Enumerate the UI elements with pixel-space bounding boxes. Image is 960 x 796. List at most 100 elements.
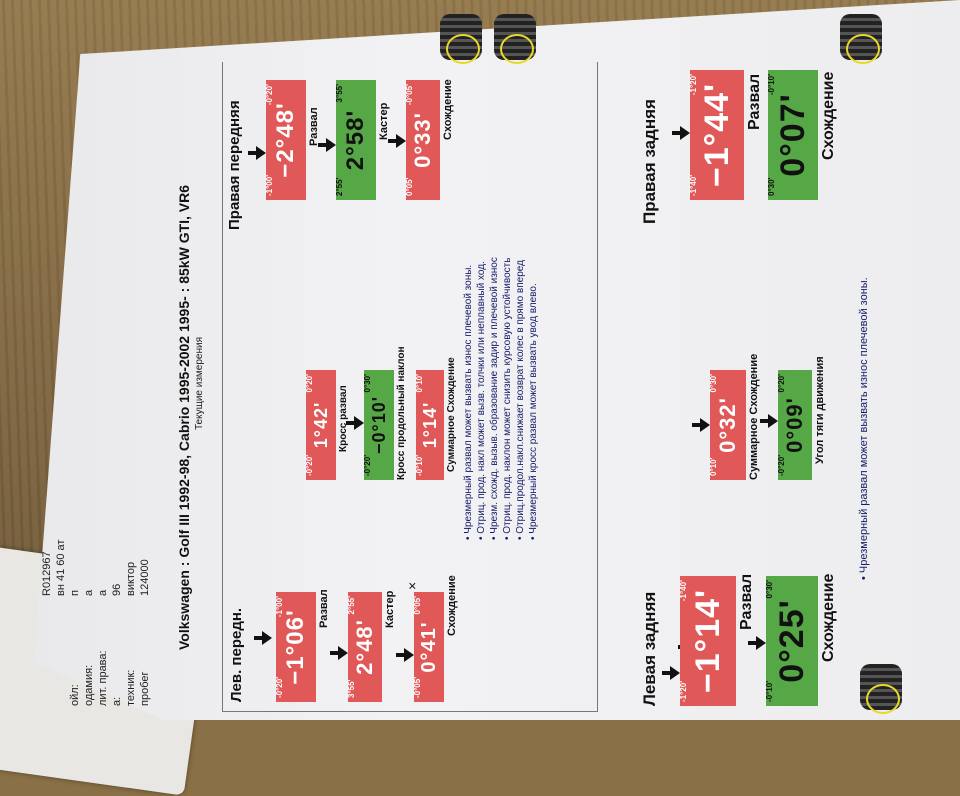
header-value: 96: [111, 583, 123, 596]
range-max: 0°30': [363, 374, 372, 393]
caster-label: Кастер: [378, 102, 390, 140]
rear-left-toe-gauge: -0°10' 0°30' 0°25': [765, 576, 818, 706]
range-min: 0°05': [405, 177, 414, 196]
tyre-wear-icon: [840, 14, 882, 64]
range-min: 3°55': [347, 679, 356, 698]
cross-caster-label: Кросс продольный наклон: [396, 346, 407, 480]
camber-value: −1°06': [282, 609, 309, 685]
rear-total-toe-gauge: 0°10' 0°30' 0°32': [709, 370, 746, 480]
range-max: 0°20': [777, 374, 786, 393]
camber-label: Развал: [738, 573, 755, 630]
rear-left-title: Левая задняя: [640, 591, 659, 706]
header-value: виктор: [125, 561, 137, 596]
divider-top: [222, 62, 223, 712]
range-max: -1°40': [679, 580, 688, 602]
measurement-subtitle: Текущие измерения: [194, 336, 205, 430]
range-min: -0°10': [765, 680, 774, 702]
header-label: техник:: [125, 669, 137, 706]
range-min: -0°10': [415, 454, 424, 476]
camber-label: Развал: [318, 589, 330, 628]
arrow-down-icon: [404, 648, 414, 662]
front-right-toe-gauge: 0°05' -0°05' 0°33': [405, 80, 440, 200]
front-right-title: Правая передняя: [226, 100, 243, 230]
front-total-toe-gauge: -0°10' 0°10' 1°14': [415, 370, 444, 480]
header-label: одамия:: [83, 664, 95, 706]
cross-camber-label: Кросс развал: [338, 385, 349, 452]
arrow-down-icon: [756, 636, 766, 650]
toe-label: Схождение: [442, 79, 454, 140]
front-notes: Чрезмерный развал может вызвать износ пл…: [462, 257, 540, 540]
arrow-down-icon: [396, 134, 406, 148]
total-toe-label: Суммарное Схождение: [446, 357, 457, 472]
arrow-down-icon: [256, 146, 266, 160]
total-toe-value: 0°32': [715, 397, 740, 453]
front-left-toe-gauge: -0°05' 0°05' 0°41': [413, 592, 444, 702]
front-left-caster-gauge: 3°55' 2°55' 2°48': [347, 592, 382, 702]
cross-camber-value: 1°42': [310, 401, 331, 449]
caster-value: 2°58': [342, 109, 369, 171]
arrow-down-icon: [670, 666, 680, 680]
arrow-down-icon: [262, 631, 272, 645]
range-max: 0°20': [305, 374, 314, 393]
rear-right-toe-gauge: 0°30' -0°10' 0°07': [767, 70, 818, 200]
tyre-wear-icon: [494, 14, 536, 64]
toe-value: 0°07': [773, 93, 812, 177]
rear-right-title: Правая задняя: [640, 99, 659, 224]
range-min: 2°55': [335, 177, 344, 196]
range-max: 0°30': [709, 374, 718, 393]
rear-note: Чрезмерный развал может вызвать износ пл…: [858, 277, 870, 580]
camber-label: Развал: [308, 107, 320, 146]
toe-value: 0°25': [772, 599, 811, 683]
x-mark-icon: ×: [404, 581, 420, 590]
thrust-value: 0°09': [782, 397, 807, 453]
header-info: R012967 вн 41 60 ат ойл:п одамия:а лит. …: [40, 466, 160, 706]
note-item: Отриц.продол.накл.снижает возврат колес …: [514, 257, 527, 540]
total-toe-value: 1°14': [419, 401, 440, 449]
thrust-angle-gauge: -0°20' 0°20' 0°09': [777, 370, 812, 480]
range-max: 0°10': [415, 374, 424, 393]
cross-caster-value: −0°10': [368, 395, 389, 455]
camber-value: −1°44': [697, 82, 736, 188]
header-value: п: [69, 590, 81, 596]
divider-left: [222, 711, 597, 712]
arrow-down-icon: [700, 418, 710, 432]
toe-value: 0°33': [410, 112, 435, 168]
tyre-wear-icon: [440, 14, 482, 64]
front-left-title: Лев. передн.: [228, 607, 245, 702]
tyre-wear-icon: [860, 664, 902, 714]
rear-right-camber-gauge: -1°40' -1°20' −1°44': [689, 70, 744, 200]
range-min: -0°05': [413, 676, 422, 698]
range-min: 0°10': [709, 457, 718, 476]
camber-value: −2°48': [272, 102, 299, 178]
total-toe-label: Суммарное Схождение: [748, 353, 760, 480]
arrow-down-icon: [326, 138, 336, 152]
note-item: Чрезмерный развал может вызвать износ пл…: [462, 257, 475, 540]
arrow-down-icon: [768, 414, 778, 428]
range-min: 0°30': [767, 177, 776, 196]
camber-value: −1°14': [688, 588, 727, 694]
range-min: -0°20': [363, 454, 372, 476]
front-left-camber-gauge: -0°20' -1°00' −1°06': [272, 592, 316, 702]
caster-label: Кастер: [384, 590, 396, 628]
vehicle-title: Volkswagen : Golf III 1992-98, Cabrio 19…: [176, 184, 192, 650]
front-right-caster-gauge: 2°55' 3°55' 2°58': [335, 80, 376, 200]
header-label: а:: [111, 696, 123, 706]
range-min: -1°00': [265, 174, 274, 196]
arrow-down-icon: [680, 126, 690, 140]
header-label: ойл:: [69, 684, 81, 706]
cross-caster-gauge: -0°20' 0°30' −0°10': [363, 370, 394, 480]
arrow-down-icon: [338, 646, 348, 660]
rear-left-camber-gauge: -1°20' -1°40' −1°14': [679, 576, 736, 706]
thrust-label: Угол тяги движения: [814, 356, 826, 464]
divider-middle: [597, 62, 598, 712]
range-max: 0°05': [413, 596, 422, 615]
note-item: Отриц. прод. наклон может снизить курсов…: [501, 257, 514, 540]
note-item: Отриц. прод. накл может вызв. толчки или…: [475, 257, 488, 540]
header-value: 124000: [139, 559, 151, 596]
header-value: а: [83, 589, 95, 596]
header-label: пробег: [139, 671, 151, 707]
header-value: а: [97, 589, 109, 596]
toe-value: 0°41': [417, 621, 440, 673]
range-max: -0°10': [767, 74, 776, 96]
range-max: 2°55': [347, 596, 356, 615]
